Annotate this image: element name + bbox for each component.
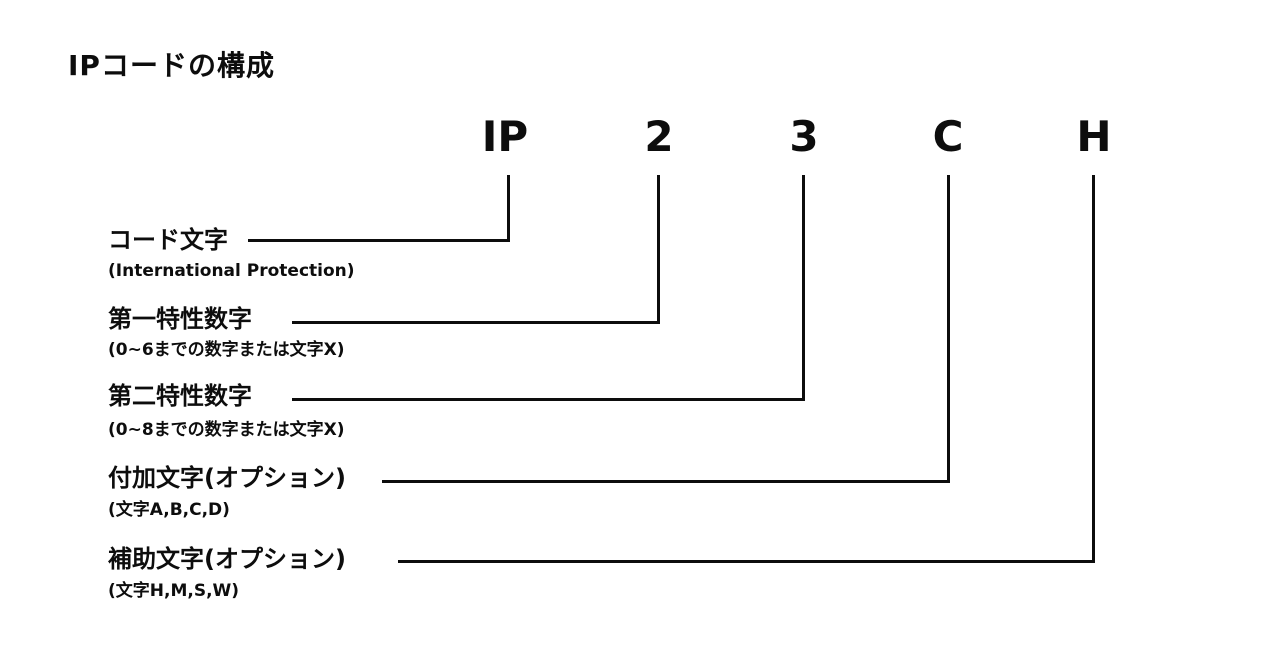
connector-vertical-first-digit (657, 175, 660, 324)
sublabel-first-characteristic-digit: (0~6までの数字または文字X) (108, 340, 345, 360)
connector-horizontal-supplementary-letter (398, 560, 1095, 563)
label-supplementary-letter: 補助文字(オプション) (108, 545, 346, 573)
sublabel-supplementary-letter: (文字H,M,S,W) (108, 581, 240, 601)
code-char-supplementary-letter: H (1076, 112, 1112, 161)
label-second-characteristic-digit: 第二特性数字 (108, 382, 252, 410)
code-char-ip: IP (481, 112, 529, 161)
label-first-characteristic-digit: 第一特性数字 (108, 305, 252, 333)
sublabel-additional-letter: (文字A,B,C,D) (108, 500, 230, 520)
connector-horizontal-additional-letter (382, 480, 950, 483)
connector-horizontal-ip (248, 239, 510, 242)
sublabel-code-letters: (International Protection) (108, 261, 355, 281)
connector-horizontal-second-digit (292, 398, 805, 401)
connector-vertical-ip (507, 175, 510, 242)
code-char-first-digit: 2 (644, 112, 674, 161)
code-char-additional-letter: C (932, 112, 964, 161)
label-additional-letter: 付加文字(オプション) (108, 464, 346, 492)
connector-vertical-supplementary-letter (1092, 175, 1095, 563)
code-char-second-digit: 3 (789, 112, 819, 161)
connector-vertical-additional-letter (947, 175, 950, 483)
label-code-letters: コード文字 (108, 226, 228, 254)
page-title: IPコードの構成 (68, 49, 275, 82)
connector-vertical-second-digit (802, 175, 805, 401)
connector-horizontal-first-digit (292, 321, 660, 324)
sublabel-second-characteristic-digit: (0~8までの数字または文字X) (108, 420, 345, 440)
